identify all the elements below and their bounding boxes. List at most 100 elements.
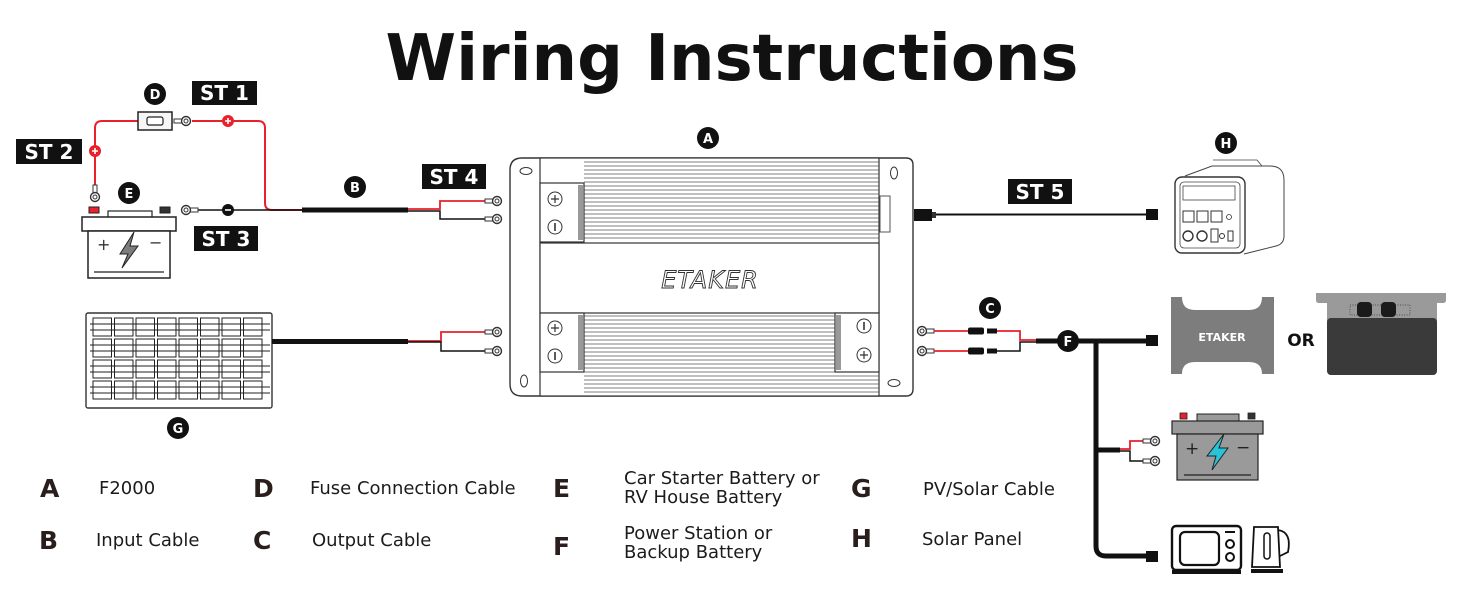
badge-h: H xyxy=(1215,132,1237,154)
output-cable-c xyxy=(916,325,1161,562)
svg-text:ST 1: ST 1 xyxy=(200,81,249,105)
legend-text-line1: Car Starter Battery or xyxy=(624,468,820,489)
solar-cell xyxy=(200,317,220,337)
minus-sign: − xyxy=(1236,438,1250,458)
solar-cell xyxy=(114,317,134,337)
legend-text: Input Cable xyxy=(96,530,200,551)
svg-text:F: F xyxy=(1064,335,1073,350)
solar-cell xyxy=(200,380,220,400)
negative-marker-icon xyxy=(222,204,234,216)
input-wiring: + − xyxy=(81,111,503,279)
badge-g: G xyxy=(167,417,189,439)
ring-terminal-icon xyxy=(916,345,935,357)
step-tag-st2: ST 2 xyxy=(16,139,82,164)
solar-cell xyxy=(157,380,177,400)
backup-battery-brand: ETAKER xyxy=(1198,331,1246,344)
solar-cell xyxy=(135,359,155,379)
solar-cell xyxy=(92,317,112,337)
solar-cell xyxy=(221,338,241,358)
ring-terminal-icon xyxy=(484,345,503,357)
input-terminal-block xyxy=(539,182,585,243)
badge-a: A xyxy=(697,127,719,149)
badge-b: B xyxy=(344,176,366,198)
legend-letter: D xyxy=(253,474,274,503)
svg-text:H: H xyxy=(1221,137,1232,152)
step-tag-st1: ST 1 xyxy=(192,81,257,105)
input-cable-b xyxy=(302,207,408,213)
ring-terminal-icon xyxy=(1142,455,1161,467)
f2000-device: ETAKER xyxy=(509,157,914,397)
aux-battery-icon: + − xyxy=(1171,412,1264,481)
ring-terminal-icon xyxy=(484,195,503,207)
plus-sign: + xyxy=(97,235,110,254)
positive-marker-icon xyxy=(89,145,101,157)
step-tag-st3: ST 3 xyxy=(194,226,258,251)
svg-text:B: B xyxy=(350,181,360,196)
svg-text:ST 5: ST 5 xyxy=(1016,180,1065,204)
solar-cell xyxy=(92,359,112,379)
input-cable-positive-lead xyxy=(408,200,488,210)
solar-cell xyxy=(157,338,177,358)
svg-text:ST 4: ST 4 xyxy=(430,165,479,189)
solar-panel-icon xyxy=(85,312,273,409)
legend-text-line1: Power Station or xyxy=(624,523,773,544)
backup-battery-icon: ETAKER xyxy=(1171,297,1274,374)
solar-cell xyxy=(178,317,198,337)
ring-terminal-icon xyxy=(180,204,199,216)
step-tag-st5: ST 5 xyxy=(1008,179,1072,204)
solar-cell xyxy=(221,380,241,400)
solar-cell xyxy=(92,338,112,358)
power-station-icon xyxy=(1174,159,1285,255)
solar-cell xyxy=(178,380,198,400)
lightning-bolt-icon xyxy=(119,231,139,269)
pv-solar-cable xyxy=(272,326,503,357)
ring-terminal-icon xyxy=(1142,435,1161,447)
positive-marker-icon xyxy=(222,115,234,127)
legend-text: Fuse Connection Cable xyxy=(310,478,516,499)
svg-text:G: G xyxy=(173,422,184,437)
svg-text:ST 3: ST 3 xyxy=(202,227,251,251)
badge-f: F xyxy=(1057,330,1079,352)
svg-text:A: A xyxy=(703,132,713,147)
solar-cell xyxy=(243,317,263,337)
solar-cell xyxy=(114,359,134,379)
legend-text: Output Cable xyxy=(312,530,432,551)
solar-cell xyxy=(92,380,112,400)
output-terminal-block xyxy=(834,312,880,373)
ring-terminal-icon xyxy=(484,213,503,225)
legend-text: Solar Panel xyxy=(922,529,1023,550)
solar-cell xyxy=(135,317,155,337)
ring-terminal-icon xyxy=(173,115,192,127)
fuse-wire-battery-side xyxy=(94,120,138,185)
solar-cell xyxy=(243,359,263,379)
solar-cell xyxy=(157,359,177,379)
solar-cell xyxy=(157,317,177,337)
legend-letter: A xyxy=(40,474,60,503)
ring-terminal-icon xyxy=(916,325,935,337)
legend-text-line2: RV House Battery xyxy=(624,487,783,508)
pv-terminal-block xyxy=(539,312,585,373)
solar-cell xyxy=(114,338,134,358)
solar-cell xyxy=(243,338,263,358)
svg-text:E: E xyxy=(125,187,134,202)
legend-text: PV/Solar Cable xyxy=(923,479,1055,500)
device-brand-logo: ETAKER xyxy=(661,266,759,294)
solar-cell xyxy=(221,317,241,337)
svg-text:D: D xyxy=(150,88,161,103)
solar-cell xyxy=(135,338,155,358)
microwave-icon xyxy=(1170,524,1243,574)
step-tag-st4: ST 4 xyxy=(422,164,486,189)
input-cable-negative-lead xyxy=(408,210,488,220)
svg-text:ST 2: ST 2 xyxy=(25,140,74,164)
legend-text: F2000 xyxy=(99,478,156,499)
page-title: Wiring Instructions xyxy=(385,22,1079,96)
legend-letter: B xyxy=(39,526,59,555)
comm-port xyxy=(879,195,891,233)
solar-cell xyxy=(178,338,198,358)
solar-cell xyxy=(221,359,241,379)
solar-cell xyxy=(243,380,263,400)
ring-terminal-icon xyxy=(89,184,101,203)
svg-text:C: C xyxy=(985,302,995,317)
solar-cell xyxy=(200,338,220,358)
